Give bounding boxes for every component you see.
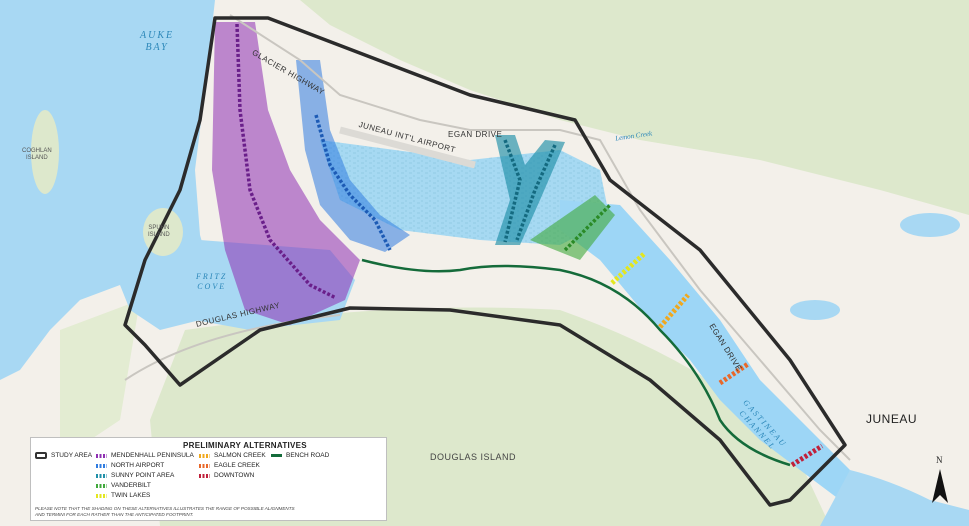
road-glacier-highway — [229, 14, 851, 461]
sunny-point-swatch — [96, 473, 107, 478]
north-arrow: N — [930, 455, 950, 505]
legend-item-salmon-creek: SALMON CREEK — [199, 452, 266, 459]
study-area-swatch — [35, 452, 47, 459]
legend-title: PRELIMINARY ALTERNATIVES — [183, 441, 307, 450]
alt-salmon-creek-line — [658, 293, 690, 329]
legend-item-bench-road: BENCH ROAD — [271, 452, 329, 459]
alt-mendenhall-shade — [212, 22, 360, 325]
alt-sunny-point-line-2 — [515, 144, 557, 241]
alt-downtown-line — [790, 443, 824, 468]
legend-item-mendenhall: MENDENHALL PENINSULA — [96, 452, 194, 459]
label-spuhn-island: SPUHN ISLAND — [148, 225, 170, 238]
alt-mendenhall-line — [235, 23, 337, 300]
bench-road — [361, 258, 791, 467]
twin-lakes-swatch — [96, 493, 107, 498]
label-auke-bay: AUKE BAY — [140, 30, 175, 53]
water-juneau-harbor — [820, 470, 969, 526]
forest-north — [300, 0, 969, 215]
label-douglas-island: DOUGLAS ISLAND — [430, 452, 517, 462]
alt-twin-lakes-line — [610, 251, 647, 285]
vanderbilt-swatch — [96, 483, 107, 488]
legend-item-sunny-point: SUNNY POINT AREA — [96, 472, 174, 479]
north-arrow-icon — [932, 469, 948, 503]
alt-eagle-creek-line — [718, 361, 750, 386]
legend-item-north-airport: NORTH AIRPORT — [96, 462, 164, 469]
north-airport-swatch — [96, 463, 107, 468]
legend-item-study-area: STUDY AREA — [35, 452, 92, 459]
study-area-boundary — [123, 16, 847, 507]
mendenhall-swatch — [96, 453, 107, 458]
eagle-creek-swatch — [199, 463, 210, 468]
alt-north-airport-shade — [296, 60, 410, 252]
alt-vanderbilt-line — [563, 203, 612, 252]
forest-west — [60, 300, 140, 460]
label-fritz-cove: FRITZ COVE — [196, 272, 228, 291]
alt-sunny-point-line-1 — [503, 139, 522, 243]
legend-item-eagle-creek: EAGLE CREEK — [199, 462, 260, 469]
alt-vanderbilt-shade — [530, 195, 615, 260]
airport-runway — [339, 126, 476, 169]
north-label: N — [936, 455, 943, 465]
water-auke-bay — [0, 0, 230, 380]
label-juneau: JUNEAU — [866, 412, 918, 426]
legend-item-twin-lakes: TWIN LAKES — [96, 492, 150, 499]
alt-north-airport-line — [314, 114, 392, 251]
lake-east — [900, 213, 960, 237]
legend-item-downtown: DOWNTOWN — [199, 472, 254, 479]
legend-note: PLEASE NOTE THAT THE SHADING ON THESE AL… — [35, 506, 295, 517]
legend-item-vanderbilt: VANDERBILT — [96, 482, 151, 489]
downtown-swatch — [199, 473, 210, 478]
salmon-creek-swatch — [199, 453, 210, 458]
bench-road-swatch — [271, 454, 282, 457]
label-egan-drive-top: EGAN DRIVE — [448, 130, 503, 139]
lake-east-2 — [790, 300, 840, 320]
label-coghlan-island: COGHLAN ISLAND — [22, 148, 52, 161]
coghlan-island — [31, 110, 59, 194]
map-legend: PRELIMINARY ALTERNATIVES STUDY AREA MEND… — [30, 437, 387, 521]
gastineau-channel — [560, 200, 850, 500]
